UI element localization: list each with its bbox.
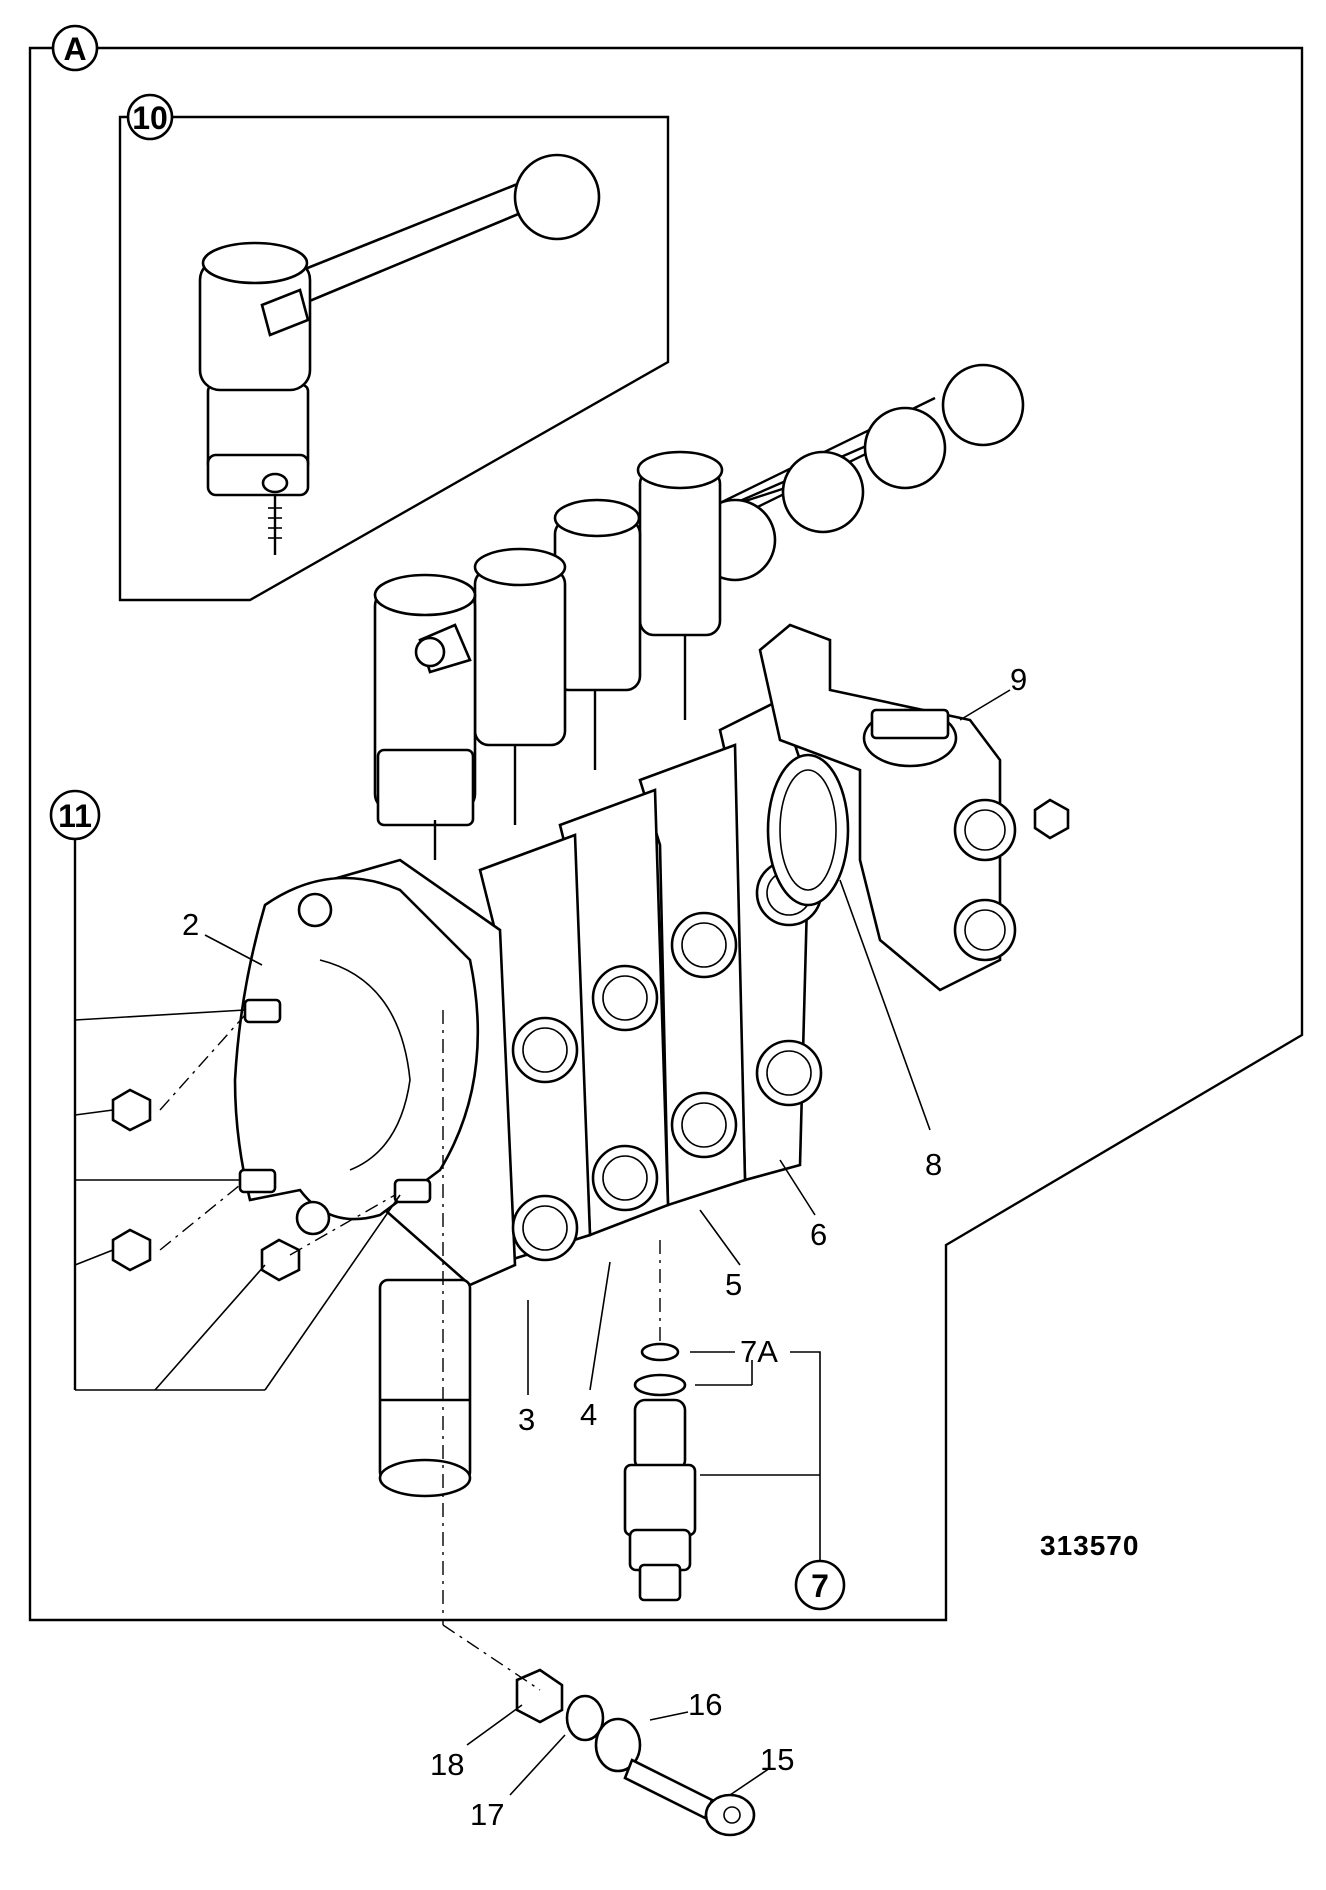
callout-circle-a bbox=[51, 24, 99, 72]
ports bbox=[511, 859, 823, 1262]
end-cover bbox=[233, 876, 480, 1498]
label-9: 9 bbox=[1010, 662, 1027, 697]
label-17: 17 bbox=[470, 1797, 504, 1832]
label-7: 7 bbox=[811, 1568, 829, 1604]
washer-16 bbox=[594, 1717, 642, 1773]
label-15: 15 bbox=[760, 1742, 794, 1777]
label-a: A bbox=[63, 31, 86, 67]
lever-knob-2 bbox=[863, 406, 947, 490]
callout-circle-10 bbox=[126, 93, 174, 141]
label-10: 10 bbox=[132, 100, 168, 136]
valve-body bbox=[111, 363, 1070, 1498]
label-7a: 7A bbox=[740, 1334, 778, 1369]
label-8: 8 bbox=[925, 1147, 942, 1182]
inset-frame-10: 10 bbox=[118, 93, 670, 602]
o-ring-small bbox=[640, 1342, 680, 1362]
bolt-shank-15 bbox=[623, 1758, 714, 1820]
callout-circle-7 bbox=[794, 1559, 846, 1611]
label-6: 6 bbox=[810, 1217, 827, 1252]
label-4: 4 bbox=[580, 1397, 597, 1432]
spool-caps bbox=[373, 450, 724, 860]
relief-valve-block bbox=[758, 623, 1070, 992]
reference-number: 313570 bbox=[1040, 1530, 1139, 1561]
studs-and-nuts bbox=[111, 998, 432, 1282]
inset-lever-knob bbox=[513, 153, 601, 241]
part-labels: 2 3 4 5 6 8 9 7A 7 11 16 15 18 17 313570 bbox=[49, 662, 1139, 1832]
bolt-set bbox=[515, 1668, 756, 1837]
bolt-head-15 bbox=[704, 1793, 756, 1837]
inset-lever-assembly bbox=[198, 153, 601, 555]
relief-cartridge bbox=[623, 1342, 697, 1602]
callout-circle-11 bbox=[49, 789, 101, 841]
label-5: 5 bbox=[725, 1267, 742, 1302]
nut-2 bbox=[111, 1228, 152, 1272]
label-3: 3 bbox=[518, 1402, 535, 1437]
frame-a: A bbox=[28, 24, 1304, 1622]
nut-3 bbox=[260, 1238, 301, 1282]
nut-1 bbox=[111, 1088, 152, 1132]
o-ring-large bbox=[633, 1373, 687, 1397]
label-16: 16 bbox=[688, 1687, 722, 1722]
spacer-17 bbox=[565, 1694, 605, 1742]
lever-knob-1 bbox=[941, 363, 1025, 447]
label-2: 2 bbox=[182, 907, 199, 942]
label-18: 18 bbox=[430, 1747, 464, 1782]
leader-lines bbox=[73, 689, 1011, 1796]
lever-knob-3 bbox=[781, 450, 865, 534]
label-11: 11 bbox=[58, 798, 92, 834]
nut-18 bbox=[515, 1668, 564, 1724]
